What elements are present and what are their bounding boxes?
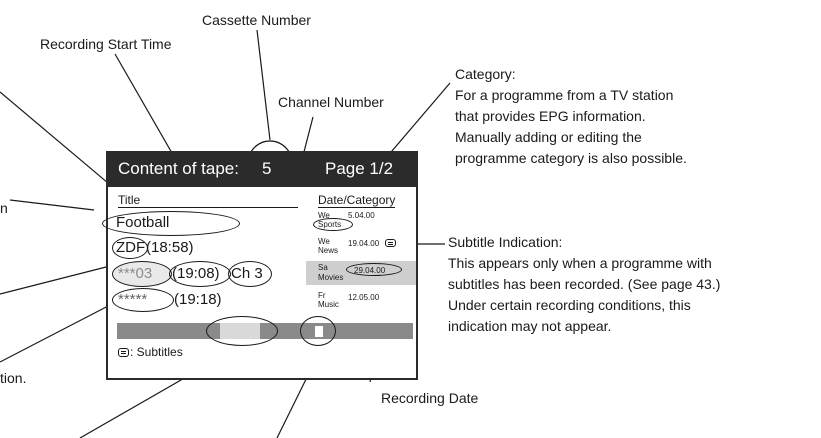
- start-time-ellipse: [169, 261, 231, 287]
- category-line: For a programme from a TV station: [455, 87, 674, 103]
- channel-number-label: Channel Number: [278, 94, 384, 110]
- cassette-number-label: Cassette Number: [202, 12, 311, 28]
- row-date: 5.04.00: [348, 211, 375, 220]
- masked-title-leader: [0, 265, 111, 295]
- row-category: Movies: [318, 273, 344, 282]
- row-day: We: [318, 211, 330, 220]
- row-date: 19.04.00: [348, 239, 380, 248]
- subtitle-title: Subtitle Indication:: [448, 234, 563, 250]
- masked-title-leader-2: [0, 303, 113, 363]
- masked-title-ellipse: [112, 288, 174, 312]
- category-line: Manually adding or editing the: [455, 129, 642, 145]
- category-callout: Category: For a programme from a TV stat…: [455, 64, 687, 169]
- recording-date-label: Recording Date: [381, 390, 479, 406]
- masked-title-ellipse: [112, 261, 172, 287]
- left-fragment-1: n: [0, 200, 8, 216]
- column-title: Title: [118, 193, 298, 208]
- recording-start-time-label: Recording Start Time: [40, 36, 172, 52]
- header-page: Page 1/2: [325, 159, 394, 178]
- row-day: Fr: [318, 291, 326, 300]
- column-date-category: Date/Category: [318, 193, 396, 208]
- category-line: programme category is also possible.: [455, 150, 687, 166]
- cassette-indicator-ellipse: [300, 316, 336, 346]
- category-title: Category:: [455, 66, 516, 82]
- cassette-number-leader: [256, 29, 271, 141]
- station-leader: [9, 199, 95, 211]
- tape-position-ellipse: [206, 316, 278, 346]
- category-line: that provides EPG information.: [455, 108, 646, 124]
- subtitle-line: Under certain recording conditions, this: [448, 297, 691, 313]
- subtitle-callout: Subtitle Indication: This appears only w…: [448, 232, 720, 337]
- screen-body: Title Date/Category Football We 5.04.00 …: [102, 187, 418, 380]
- legend-subtitle-icon: [118, 348, 129, 357]
- category-ellipse: [313, 218, 353, 231]
- subtitle-line: indication may not appear.: [448, 318, 612, 334]
- header-content-of-tape: Content of tape:: [118, 159, 239, 178]
- legend-subtitles: : Subtitles: [130, 345, 183, 359]
- left-fragment-2: tion.: [0, 370, 27, 386]
- row-time: (19:18): [174, 291, 222, 308]
- row-date: 12.05.00: [348, 293, 380, 302]
- row-category: Music: [318, 300, 339, 309]
- station-ellipse: [112, 237, 148, 259]
- subtitle-icon: [385, 239, 396, 247]
- row-category: News: [318, 246, 339, 255]
- row-time: (18:58): [146, 239, 194, 256]
- subtitle-line: subtitles has been recorded. (See page 4…: [448, 276, 721, 292]
- channel-ellipse: [228, 261, 272, 287]
- header-tape-number: 5: [262, 159, 272, 178]
- screen-header: Content of tape: 5 Page 1/2: [106, 151, 418, 187]
- title-ellipse: [102, 211, 240, 236]
- row-day: We: [318, 237, 330, 246]
- date-ellipse: [346, 263, 402, 276]
- subtitle-line: This appears only when a programme with: [448, 255, 712, 271]
- row-day: Sa: [318, 263, 328, 272]
